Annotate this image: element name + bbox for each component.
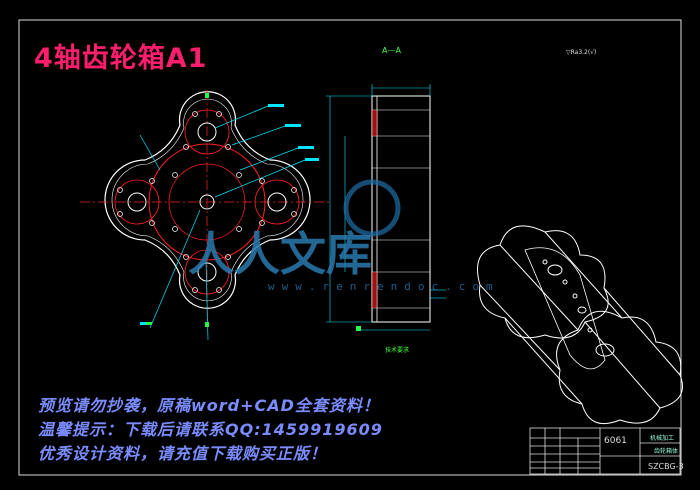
drawing-title: 4轴齿轮箱A1 <box>34 43 208 74</box>
watermark-text: 人人文库 <box>188 227 372 281</box>
isometric-view <box>477 225 683 424</box>
watermark-logo <box>343 179 401 237</box>
title-block-code: SZCBG-3 <box>648 462 684 471</box>
title-block-company: 机械加工 <box>650 435 675 442</box>
promo-line-3: 优秀设计资料，请充值下载购买正版！ <box>38 444 328 463</box>
promo-line-2: 温馨提示：下载后请联系QQ:1459919609 <box>38 420 383 439</box>
clover-outline <box>104 91 311 309</box>
roughness-note: ▽Ra3.2(√) <box>566 49 597 56</box>
section-view <box>326 84 446 331</box>
title-block-part-name: 齿轮箱体 <box>654 448 679 455</box>
section-label: A—A <box>382 46 401 55</box>
title-block <box>529 427 681 475</box>
tech-note: 技术要求 <box>385 347 410 354</box>
sheet-border <box>18 19 682 476</box>
watermark-url: www.renrendoc.com <box>268 280 500 293</box>
front-view <box>80 90 330 341</box>
title-block-material: 6061 <box>604 436 627 446</box>
promo-line-1: 预览请勿抄袭，原稿word+CAD全套资料！ <box>38 396 380 415</box>
